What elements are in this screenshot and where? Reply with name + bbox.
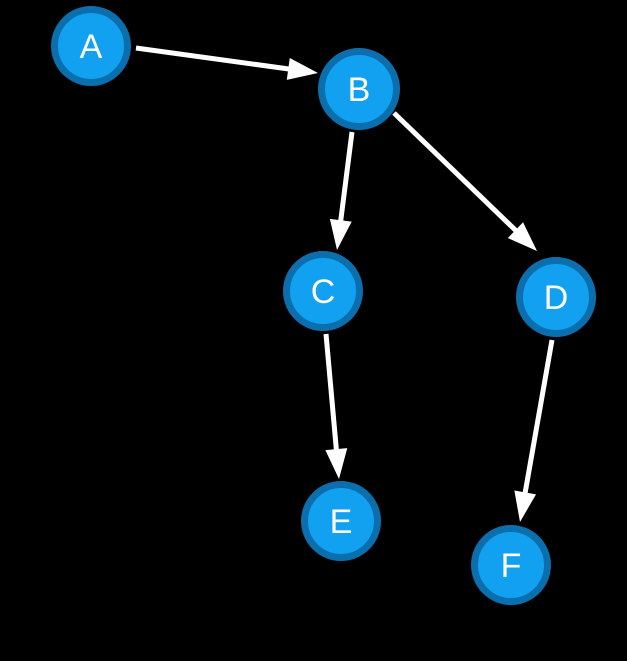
edge-line [392, 111, 522, 237]
arrow-head-icon [329, 218, 352, 250]
graph-node-f[interactable]: F [471, 525, 551, 605]
arrow-head-icon [507, 222, 537, 251]
node-label: E [330, 503, 353, 541]
graph-node-a[interactable]: A [51, 6, 131, 86]
graph-edge-d-f[interactable] [514, 339, 555, 522]
edges-layer [135, 45, 555, 522]
node-label: A [80, 28, 103, 66]
edge-line [521, 339, 555, 499]
node-label: C [311, 273, 336, 311]
graph-node-e[interactable]: E [301, 481, 381, 561]
node-label: F [501, 547, 522, 585]
node-label: D [544, 279, 569, 317]
node-label: B [348, 71, 371, 109]
graph-edge-a-b[interactable] [135, 45, 318, 80]
node-circle [283, 251, 363, 331]
graph-node-d[interactable]: D [516, 257, 596, 337]
graph-edge-b-d[interactable] [392, 111, 537, 251]
edge-line [323, 333, 340, 456]
edge-line [135, 45, 295, 73]
node-circle [516, 257, 596, 337]
arrow-head-icon [286, 58, 318, 80]
node-circle [318, 48, 400, 130]
edge-line [337, 131, 355, 227]
graph-edge-b-c[interactable] [329, 131, 355, 250]
node-circle [51, 6, 131, 86]
arrow-head-icon [325, 448, 348, 479]
node-circle [301, 481, 381, 561]
graph-node-c[interactable]: C [283, 251, 363, 331]
arrow-head-icon [514, 490, 537, 522]
node-circle [471, 525, 551, 605]
graph-node-b[interactable]: B [318, 48, 400, 130]
nodes-layer: A B C D E F [51, 6, 596, 605]
graph-edge-c-e[interactable] [323, 333, 348, 479]
